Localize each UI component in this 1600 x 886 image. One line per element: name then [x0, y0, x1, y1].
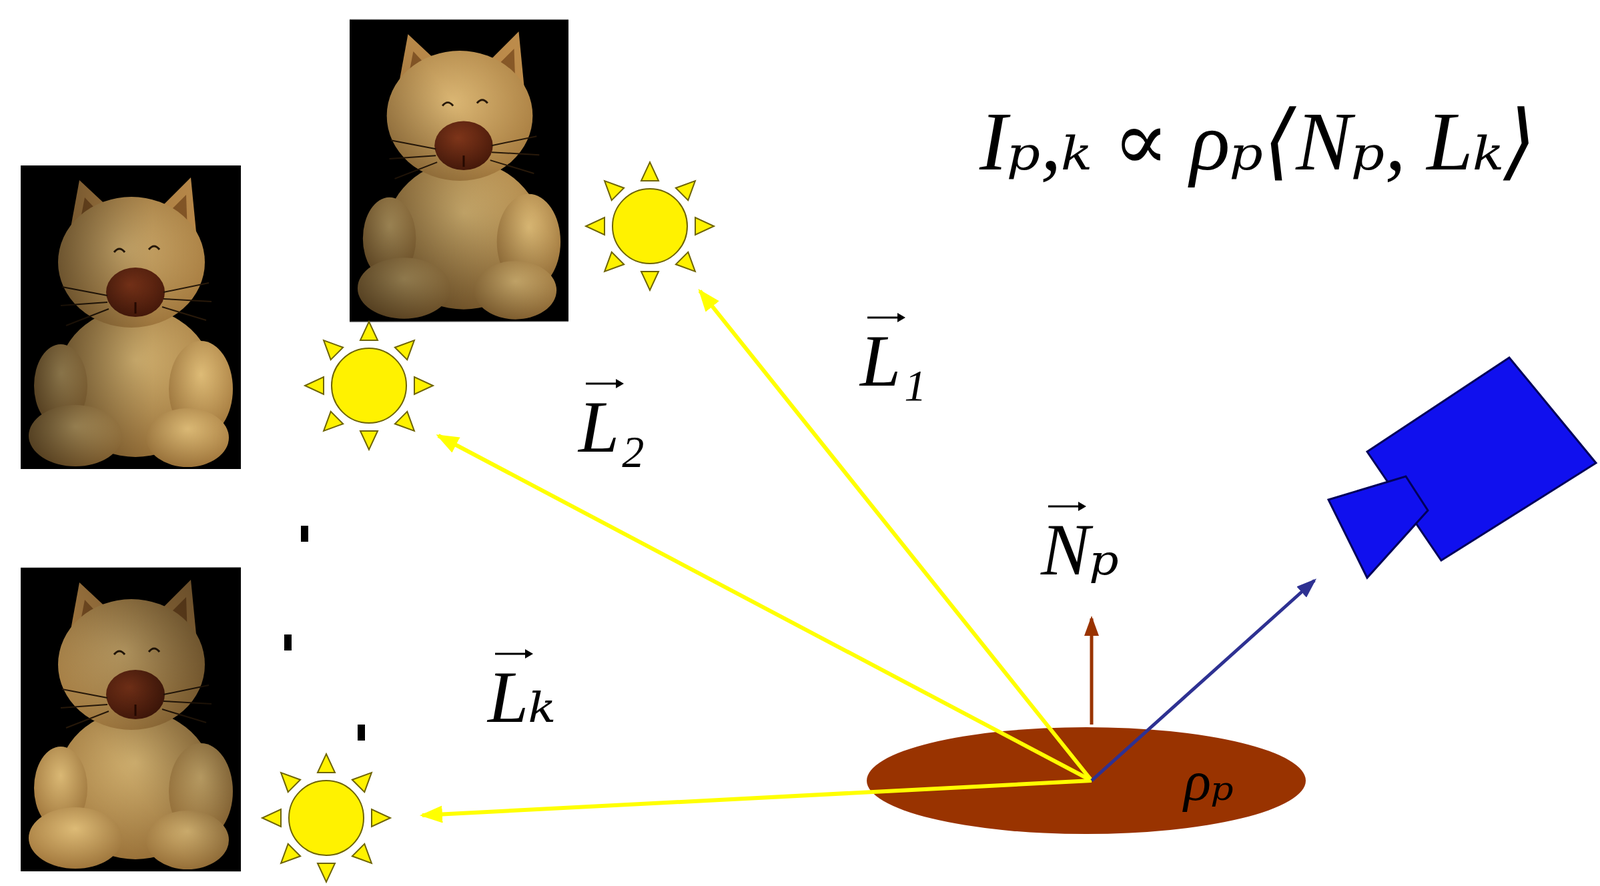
vector-symbol: Lₖ — [487, 660, 556, 734]
normal-vector-label: Nₚ — [1040, 489, 1119, 587]
ellipsis-dot — [284, 634, 292, 651]
vector-symbol: Nₚ — [1040, 513, 1119, 587]
formula-text: Iₚ,ₖ ∝ ρₚ⟨Nₚ, Lₖ⟩ — [979, 100, 1536, 184]
vector-arrow-shaft — [867, 316, 902, 319]
albedo-symbol: ρₚ — [1183, 752, 1234, 810]
equation: Iₚ,ₖ ∝ ρₚ⟨Nₚ, Lₖ⟩ — [979, 100, 1536, 184]
vector-arrow-head — [525, 649, 534, 659]
light-source — [304, 321, 434, 450]
vector-arrow — [1040, 489, 1089, 514]
vector-arrow-shaft — [1048, 505, 1083, 508]
ellipsis-dot — [357, 724, 365, 741]
view-ray — [1091, 580, 1315, 781]
light-ray — [699, 290, 1092, 781]
light-source — [262, 753, 391, 883]
ellipse-fill — [866, 727, 1306, 835]
cat-photo — [349, 18, 569, 323]
light-source — [585, 162, 714, 291]
light-ray — [438, 435, 1092, 781]
ellipsis-dot — [300, 525, 309, 542]
vector-arrow-head — [897, 312, 906, 323]
light-vector-label: L₂ — [578, 366, 645, 464]
vector-arrow — [578, 366, 627, 391]
camera-icon — [1328, 357, 1596, 578]
vector-arrow — [860, 300, 909, 325]
vector-arrow-head — [615, 378, 624, 389]
albedo-patch: ρₚ — [866, 727, 1306, 835]
vector-arrow — [487, 636, 536, 661]
normal-arrow — [1090, 618, 1094, 725]
light-ray — [422, 780, 1092, 816]
vector-arrow-shaft — [585, 382, 620, 385]
cat-photo — [20, 165, 241, 470]
ellipse-outline — [866, 727, 1306, 835]
vector-arrow-shaft — [495, 653, 530, 656]
vector-symbol: L₁ — [860, 324, 927, 398]
vector-arrow-head — [1078, 501, 1087, 512]
cat-photo — [20, 567, 241, 873]
vector-symbol: L₂ — [578, 390, 645, 464]
light-vector-label: L₁ — [860, 300, 927, 398]
light-vector-label: Lₖ — [487, 636, 556, 734]
